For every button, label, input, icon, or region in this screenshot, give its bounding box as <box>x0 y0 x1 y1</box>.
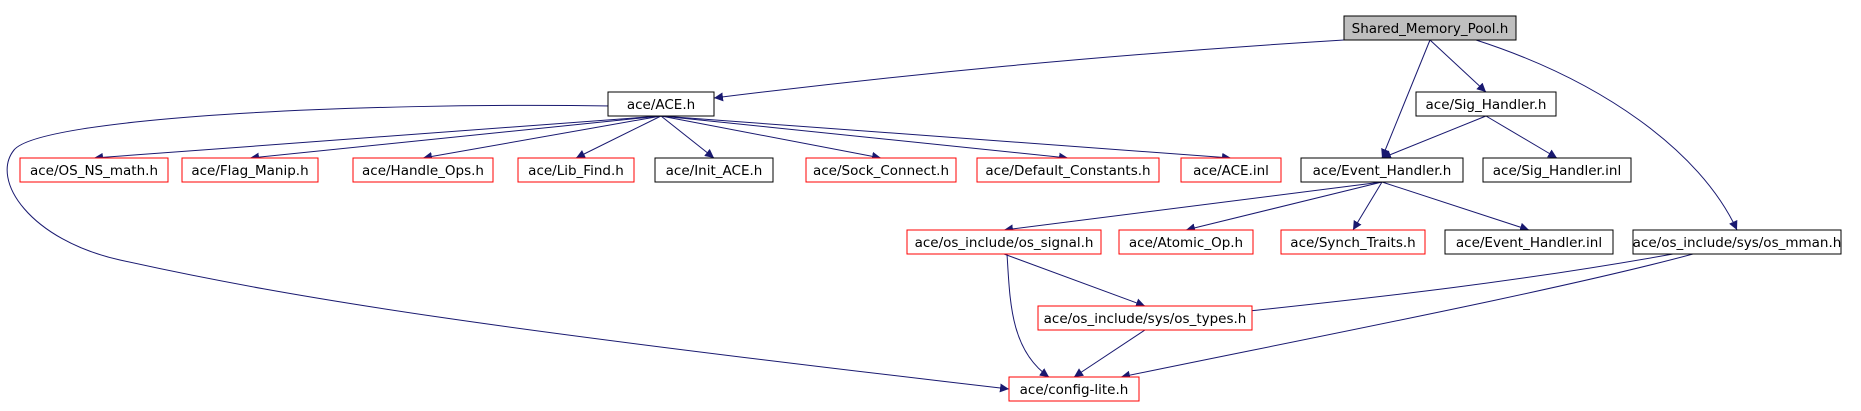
edge-ace-to-sock <box>660 115 882 161</box>
node-label: ace/Init_ACE.h <box>666 163 763 179</box>
edge-ace-to-config <box>6 104 1010 393</box>
node-label: ace/ACE.h <box>627 97 695 113</box>
edge-ace-to-handle <box>422 115 662 161</box>
edge-ace-to-osnsmath <box>93 115 662 162</box>
node-label: ace/Flag_Manip.h <box>191 163 308 179</box>
node-siginl[interactable]: ace/Sig_Handler.inl <box>1482 157 1632 183</box>
node-box <box>19 157 169 183</box>
edge-ace-to-initace <box>660 115 715 159</box>
node-box <box>805 157 957 183</box>
node-aceinl[interactable]: ace/ACE.inl <box>1180 157 1282 183</box>
edge-ostypes-to-config <box>1073 329 1146 378</box>
node-box <box>1632 229 1842 255</box>
node-label: ace/os_include/os_signal.h <box>915 235 1094 251</box>
node-label: ace/Default_Constants.h <box>985 163 1150 179</box>
node-config[interactable]: ace/config-lite.h <box>1008 376 1140 402</box>
node-label: ace/Synch_Traits.h <box>1290 235 1415 251</box>
node-box <box>976 157 1160 183</box>
node-ossignal[interactable]: ace/os_include/os_signal.h <box>906 229 1102 255</box>
edge-ossignal-to-ostypes <box>1003 253 1146 308</box>
node-box <box>1180 157 1282 183</box>
edge-root-to-sig <box>1429 39 1487 93</box>
node-label: ace/Event_Handler.h <box>1313 163 1452 179</box>
node-atomic[interactable]: ace/Atomic_Op.h <box>1118 229 1254 255</box>
node-box <box>607 91 715 117</box>
node-sig[interactable]: ace/Sig_Handler.h <box>1415 91 1557 117</box>
node-evhinl[interactable]: ace/Event_Handler.inl <box>1444 229 1614 255</box>
node-libfind[interactable]: ace/Lib_Find.h <box>517 157 635 183</box>
node-box <box>517 157 635 183</box>
edge-ace-to-flag <box>249 115 662 162</box>
edge-root-to-ace <box>713 39 1345 102</box>
node-box <box>1037 305 1253 331</box>
node-evh[interactable]: ace/Event_Handler.h <box>1300 157 1464 183</box>
node-box <box>181 157 319 183</box>
node-box <box>1008 376 1140 402</box>
node-label: ace/os_include/sys/os_mman.h <box>1633 235 1842 251</box>
edge-evh-to-evhinl <box>1381 181 1530 232</box>
node-label: ace/Atomic_Op.h <box>1129 235 1243 251</box>
node-box <box>1118 229 1254 255</box>
edge-ace-to-aceinl <box>660 115 1232 162</box>
node-initace[interactable]: ace/Init_ACE.h <box>654 157 774 183</box>
node-label: ace/config-lite.h <box>1020 382 1129 398</box>
node-label: ace/Sig_Handler.inl <box>1493 163 1621 179</box>
node-box <box>906 229 1102 255</box>
node-sock[interactable]: ace/Sock_Connect.h <box>805 157 957 183</box>
edge-evh-to-synch <box>1352 181 1383 231</box>
node-box <box>1280 229 1426 255</box>
node-label: ace/Handle_Ops.h <box>362 163 484 179</box>
node-label: ace/Sig_Handler.h <box>1426 97 1547 113</box>
node-osnsmath[interactable]: ace/OS_NS_math.h <box>19 157 169 183</box>
edge-ossignal-to-config <box>1006 253 1050 378</box>
node-box <box>1444 229 1614 255</box>
edge-sig-to-siginl <box>1485 115 1558 159</box>
node-label: ace/Sock_Connect.h <box>813 163 949 179</box>
node-label: Shared_Memory_Pool.h <box>1352 21 1509 37</box>
node-label: ace/OS_NS_math.h <box>30 163 158 179</box>
node-defconst[interactable]: ace/Default_Constants.h <box>976 157 1160 183</box>
node-osmman[interactable]: ace/os_include/sys/os_mman.h <box>1632 229 1842 255</box>
node-ace[interactable]: ace/ACE.h <box>607 91 715 117</box>
node-flag[interactable]: ace/Flag_Manip.h <box>181 157 319 183</box>
edges-layer <box>6 39 1738 393</box>
edge-ace-to-defconst <box>660 115 1069 162</box>
node-label: ace/Event_Handler.inl <box>1456 235 1602 251</box>
nodes-layer: Shared_Memory_Pool.h ace/ACE.h ace/Sig_Han… <box>19 15 1842 402</box>
node-box <box>654 157 774 183</box>
node-box <box>1415 91 1557 117</box>
edge-evh-to-ossignal <box>1003 181 1383 234</box>
node-synch[interactable]: ace/Synch_Traits.h <box>1280 229 1426 255</box>
edge-evh-to-atomic <box>1185 181 1383 233</box>
node-label: ace/ACE.inl <box>1193 163 1269 179</box>
edge-ace-to-libfind <box>575 115 662 159</box>
node-label: ace/Lib_Find.h <box>528 163 624 179</box>
node-box <box>1300 157 1464 183</box>
node-handle[interactable]: ace/Handle_Ops.h <box>352 157 494 183</box>
node-box <box>1343 15 1517 41</box>
edge-root-to-evh <box>1381 39 1431 159</box>
node-ostypes[interactable]: ace/os_include/sys/os_types.h <box>1037 305 1253 331</box>
node-box <box>352 157 494 183</box>
edge-root-to-osmman <box>1475 39 1738 231</box>
node-box <box>1482 157 1632 183</box>
edge-sig-to-evh <box>1381 115 1487 159</box>
edge-osmman-to-ostypes <box>1239 253 1674 316</box>
node-label: ace/os_include/sys/os_types.h <box>1044 311 1247 327</box>
node-root[interactable]: Shared_Memory_Pool.h <box>1343 15 1517 41</box>
edge-osmman-to-config <box>1120 253 1694 380</box>
